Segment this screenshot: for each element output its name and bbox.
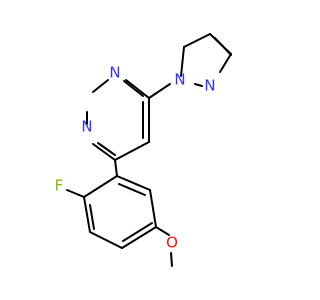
bond	[97, 142, 116, 156]
pyrimidine-ring	[86, 79, 150, 161]
bond	[89, 204, 95, 230]
bond	[122, 222, 153, 242]
bond	[114, 141, 150, 161]
bond	[123, 80, 144, 97]
pyrazole-ring	[180, 33, 232, 87]
atom-label-nitrogen: N	[174, 71, 185, 89]
bond	[92, 143, 116, 161]
atom-label-oxygen: O	[166, 234, 178, 252]
bond	[180, 46, 185, 77]
molecule-canvas: N N N N F O	[54, 33, 232, 267]
bond	[214, 37, 232, 56]
atom-label-nitrogen: N	[81, 118, 92, 136]
bond	[183, 33, 211, 48]
bond	[66, 189, 85, 198]
bond	[116, 175, 151, 191]
atom-label-fluorine: F	[55, 177, 64, 195]
bond	[118, 183, 146, 196]
bond	[155, 226, 170, 236]
atom-label-nitrogen: N	[109, 64, 120, 82]
bond	[92, 79, 109, 93]
atom-label-nitrogen: N	[204, 77, 215, 95]
bond	[83, 175, 118, 198]
bond	[89, 231, 123, 249]
bond	[114, 159, 118, 177]
bond	[170, 252, 173, 267]
bond	[148, 83, 171, 99]
bond	[194, 83, 203, 87]
bond	[219, 53, 232, 73]
benzene-ring	[83, 175, 157, 249]
bond	[83, 196, 91, 233]
bond	[121, 226, 157, 249]
structure-diagram: N N N N F O	[55, 33, 232, 267]
bond	[149, 189, 157, 228]
bond	[125, 79, 150, 99]
